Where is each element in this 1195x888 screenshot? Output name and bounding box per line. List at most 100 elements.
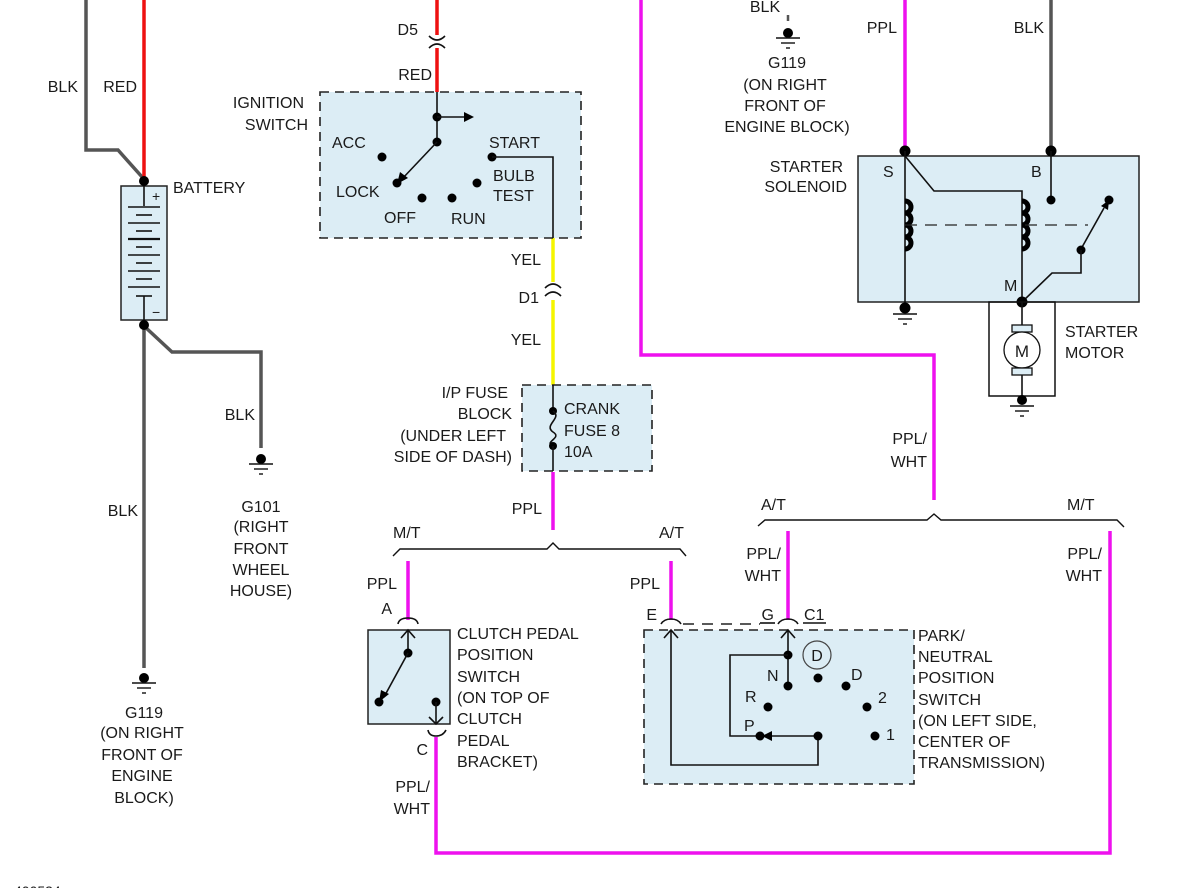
svg-text:WHEEL: WHEEL xyxy=(233,562,290,579)
connector-label-g: G xyxy=(762,607,774,624)
svg-text:POSITION: POSITION xyxy=(918,670,994,687)
svg-text:ENGINE: ENGINE xyxy=(111,768,172,785)
starter-motor-symbol: M xyxy=(1015,342,1029,361)
wire-label-yel-upper: YEL xyxy=(511,252,541,269)
svg-text:BRACKET): BRACKET) xyxy=(457,754,538,771)
svg-text:FRONT OF: FRONT OF xyxy=(101,747,183,764)
svg-text:I/P FUSE: I/P FUSE xyxy=(442,385,508,402)
solenoid-terminal-b: B xyxy=(1031,164,1042,181)
ignition-position-bulb: BULB xyxy=(493,168,535,185)
pn-circled-d: D xyxy=(811,648,823,665)
wire-label-blk-solenoid: BLK xyxy=(1014,20,1045,37)
svg-text:ENGINE BLOCK): ENGINE BLOCK) xyxy=(724,119,849,136)
wire-label-ppl-wht-pn-2: WHT xyxy=(745,568,782,585)
svg-text:FUSE 8: FUSE 8 xyxy=(564,423,620,440)
svg-text:CENTER OF: CENTER OF xyxy=(918,734,1011,751)
svg-text:POSITION: POSITION xyxy=(457,647,533,664)
clutch-switch-mechanism xyxy=(374,628,444,726)
svg-text:SWITCH: SWITCH xyxy=(918,692,981,709)
connector-label-d5: D5 xyxy=(398,22,419,39)
fuse-icon xyxy=(549,385,557,471)
branch-label-mt-left: M/T xyxy=(393,525,421,542)
svg-text:MOTOR: MOTOR xyxy=(1065,345,1124,362)
battery xyxy=(120,176,168,330)
ground-label-g101: G101 (RIGHT FRONT WHEEL HOUSE) xyxy=(230,499,292,600)
pn-position-d: D xyxy=(851,667,863,684)
ground-icon-g119-top xyxy=(776,28,800,49)
ignition-position-off: OFF xyxy=(384,210,416,227)
svg-text:(ON RIGHT: (ON RIGHT xyxy=(100,725,184,742)
wire-label-yel-lower: YEL xyxy=(511,332,541,349)
svg-text:PARK/: PARK/ xyxy=(918,628,965,645)
branch-label-mt-right: M/T xyxy=(1067,497,1095,514)
connector-label-a: A xyxy=(381,601,392,618)
wire-label-ppl-wht-right-1: PPL/ xyxy=(892,431,927,448)
pn-position-r: R xyxy=(745,689,757,706)
wire-label-ppl-wht-clutch-2: WHT xyxy=(394,801,431,818)
svg-text:HOUSE): HOUSE) xyxy=(230,583,292,600)
svg-text:CLUTCH: CLUTCH xyxy=(457,711,522,728)
park-neutral-switch-title: PARK/ NEUTRAL POSITION SWITCH (ON LEFT S… xyxy=(918,628,1045,772)
ignition-position-start: START xyxy=(489,135,540,152)
wire-label-ppl-fuse: PPL xyxy=(512,501,542,518)
battery-plus-sign: + xyxy=(152,188,160,204)
svg-text:FRONT OF: FRONT OF xyxy=(744,98,826,115)
fuse-label: CRANK FUSE 8 10A xyxy=(564,401,620,461)
svg-text:FRONT: FRONT xyxy=(233,541,288,558)
svg-text:STARTER: STARTER xyxy=(770,159,843,176)
wire-label-red: RED xyxy=(103,79,137,96)
ignition-switch-mechanism xyxy=(377,92,554,238)
clutch-switch-title: CLUTCH PEDAL POSITION SWITCH (ON TOP OF … xyxy=(457,626,579,771)
svg-text:SIDE OF DASH): SIDE OF DASH) xyxy=(394,449,512,466)
wire-label-blk-g119: BLK xyxy=(108,503,139,520)
connector-d5-icon xyxy=(428,35,446,49)
wire-label-blk-g101: BLK xyxy=(225,407,256,424)
svg-text:(RIGHT: (RIGHT xyxy=(233,519,288,536)
wire-ppl-wht-bottom-loop xyxy=(434,531,1112,855)
svg-text:PEDAL: PEDAL xyxy=(457,733,510,750)
ignition-switch-title-1: IGNITION xyxy=(233,95,304,112)
wire-label-ppl-wht-pn-1: PPL/ xyxy=(746,546,781,563)
svg-text:(ON RIGHT: (ON RIGHT xyxy=(743,77,827,94)
ignition-position-test: TEST xyxy=(493,188,534,205)
wire-label-ppl-wht-clutch-1: PPL/ xyxy=(395,779,430,796)
wire-blk-battery-top xyxy=(84,0,145,180)
clutch-switch-box xyxy=(367,629,451,725)
wire-label-ppl-wht-mt-1: PPL/ xyxy=(1067,546,1102,563)
branch-brace-right xyxy=(757,513,1125,528)
svg-text:TRANSMISSION): TRANSMISSION) xyxy=(918,755,1045,772)
svg-text:NEUTRAL: NEUTRAL xyxy=(918,649,993,666)
wire-label-blk: BLK xyxy=(48,79,79,96)
ground-icon-g119-left xyxy=(132,673,156,694)
starter-motor-icon xyxy=(988,301,1056,417)
ignition-position-run: RUN xyxy=(451,211,486,228)
svg-text:SOLENOID: SOLENOID xyxy=(764,179,847,196)
wire-label-ppl-wht-right-2: WHT xyxy=(891,454,928,471)
battery-negative-terminal xyxy=(139,320,149,330)
wire-label-red-ignition: RED xyxy=(398,67,432,84)
svg-text:SWITCH: SWITCH xyxy=(457,669,520,686)
park-neutral-switch-mechanism xyxy=(663,628,880,766)
connector-a-icon xyxy=(397,617,419,625)
battery-label: BATTERY xyxy=(173,180,246,197)
branch-label-at-right: A/T xyxy=(761,497,786,514)
battery-positive-terminal xyxy=(139,176,149,186)
svg-text:G119: G119 xyxy=(768,55,806,72)
ground-icon-g101 xyxy=(249,454,273,475)
wire-label-ppl-wht-mt-2: WHT xyxy=(1066,568,1103,585)
park-neutral-switch-box xyxy=(643,629,915,785)
svg-text:STARTER: STARTER xyxy=(1065,324,1138,341)
diagram-code: 400534 xyxy=(14,883,61,888)
starter-solenoid-title: STARTER SOLENOID xyxy=(764,159,847,196)
pn-position-2: 2 xyxy=(878,690,887,707)
wire-label-ppl-at: PPL xyxy=(630,576,660,593)
wire-ppl-wht-loop xyxy=(639,0,936,500)
fuse-block-title: I/P FUSE BLOCK (UNDER LEFT SIDE OF DASH) xyxy=(394,385,513,466)
svg-text:10A: 10A xyxy=(564,444,593,461)
svg-text:CRANK: CRANK xyxy=(564,401,620,418)
wire-blk-g101 xyxy=(142,324,263,448)
ignition-position-lock: LOCK xyxy=(336,184,380,201)
svg-text:G119: G119 xyxy=(125,705,163,722)
starter-solenoid-box xyxy=(857,155,1140,303)
